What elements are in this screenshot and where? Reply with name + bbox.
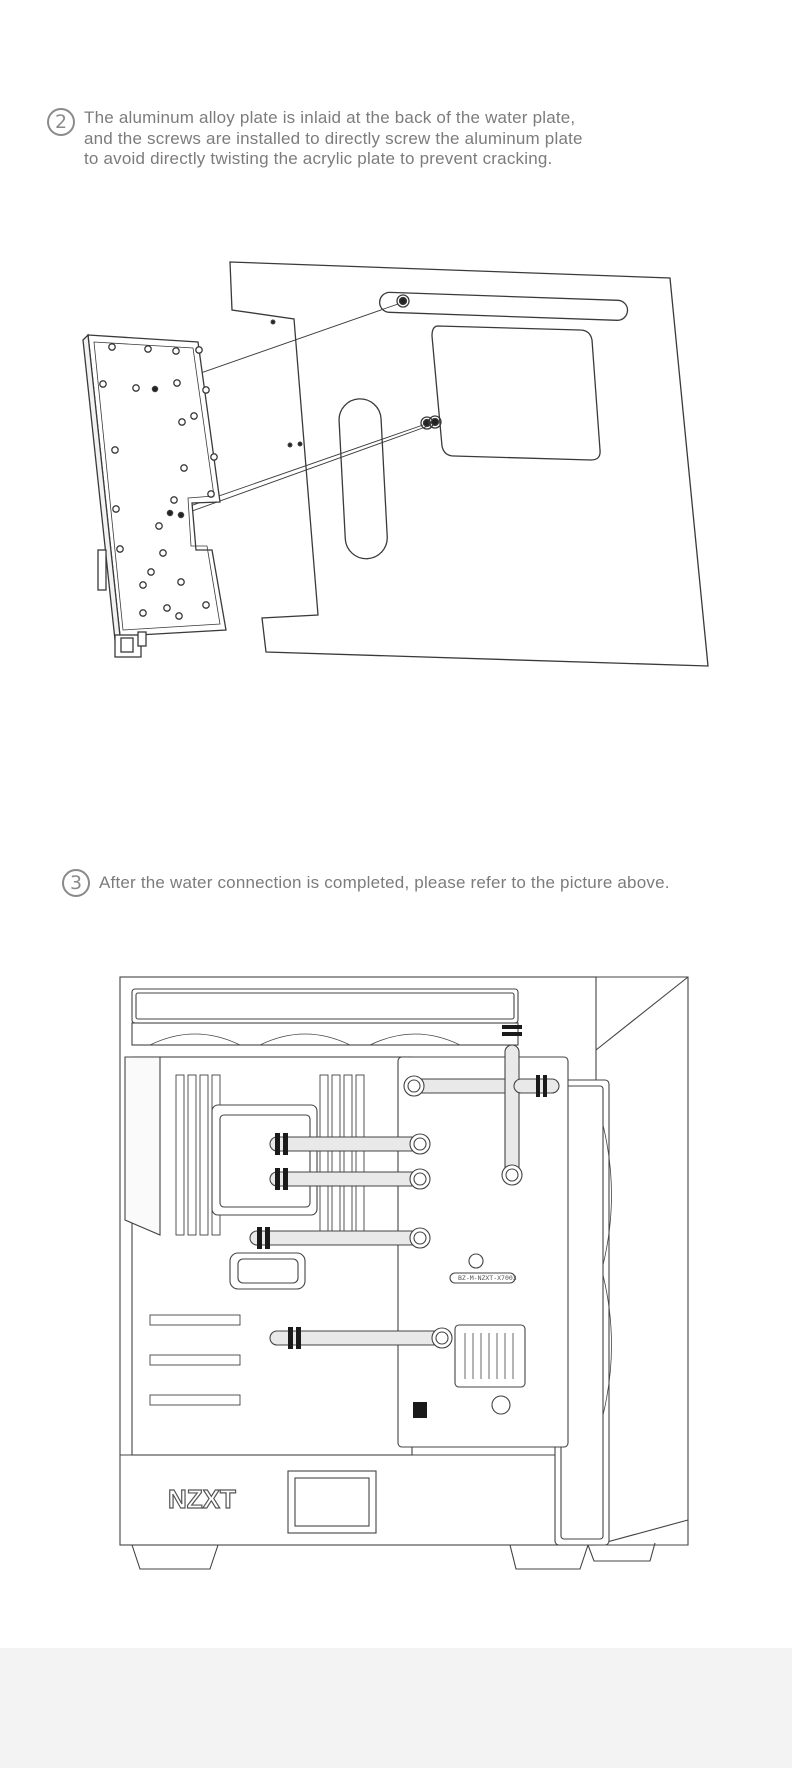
step-2-line-3: to avoid directly twisting the acrylic p… bbox=[84, 149, 553, 168]
chipset-heatsink bbox=[454, 1324, 526, 1388]
fitting-ports bbox=[403, 1075, 523, 1349]
step-number-badge: 3 bbox=[62, 869, 90, 897]
step-2-line-2: and the screws are installed to directly… bbox=[84, 128, 583, 148]
step-3-instruction: 3 After the water connection is complete… bbox=[62, 869, 670, 897]
block-label: BZ-M-NZXT-X7003 bbox=[458, 1274, 517, 1282]
gpu-terminal-block bbox=[229, 1252, 306, 1290]
aluminum-plate-exploded-diagram bbox=[80, 250, 720, 760]
nzxt-case-build-diagram: NZXT BZ-M-NZXT-X7003 bbox=[110, 965, 710, 1585]
step-number-badge: 2 bbox=[47, 108, 75, 136]
top-radiator bbox=[131, 988, 519, 1024]
gpu-screw-holes bbox=[99, 343, 218, 620]
distro-plate bbox=[397, 1056, 569, 1448]
gpu-water-plate bbox=[87, 334, 227, 637]
step-2-text: The aluminum alloy plate is inlaid at th… bbox=[84, 108, 583, 170]
footer-band bbox=[0, 1648, 792, 1768]
step-3-line-1: After the water connection is completed,… bbox=[99, 873, 670, 892]
plate-oval-slot bbox=[338, 398, 388, 560]
case-feet bbox=[131, 1542, 656, 1570]
nzxt-logo: NZXT bbox=[168, 1484, 236, 1514]
plate-window bbox=[431, 325, 601, 461]
pcie-slots bbox=[149, 1314, 241, 1406]
step-3-text: After the water connection is completed,… bbox=[99, 873, 670, 894]
step-2-line-1: The aluminum alloy plate is inlaid at th… bbox=[84, 108, 576, 127]
black-fittings bbox=[257, 1025, 547, 1418]
shroud-window bbox=[287, 1470, 377, 1534]
cpu-water-block bbox=[211, 1104, 318, 1216]
step-2-instruction: 2 The aluminum alloy plate is inlaid at … bbox=[47, 108, 583, 170]
plate-top-slot bbox=[378, 291, 629, 321]
acrylic-distribution-plate bbox=[229, 261, 709, 667]
